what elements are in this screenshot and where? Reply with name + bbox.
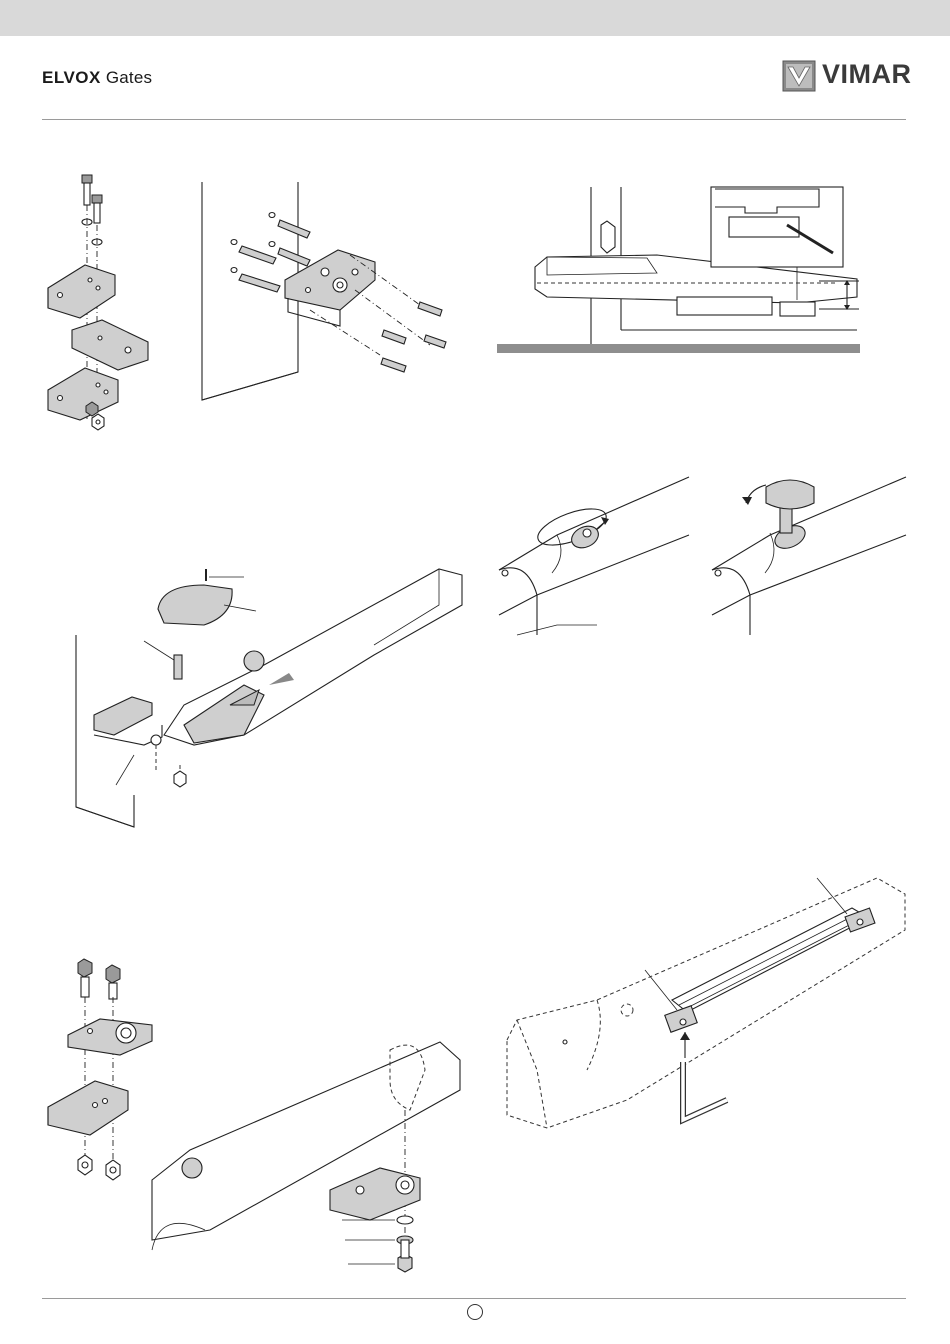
- wall-bracket-fixing-figure: [180, 180, 455, 405]
- motor-gate-fixing-figure: [150, 1040, 465, 1285]
- bolt-icon: [82, 175, 102, 223]
- screw-icon: [381, 302, 446, 372]
- brand-bold: ELVOX: [42, 68, 101, 87]
- motor-bracket-mounting-figure: [44, 565, 464, 830]
- page-marker-icon: [467, 1304, 483, 1320]
- header-rule: [42, 119, 906, 120]
- top-band: [0, 0, 950, 36]
- motor-alignment-detail-figure: [497, 185, 862, 355]
- limit-switch-adjustment-figure: [497, 870, 912, 1140]
- footer-rule: [42, 1298, 906, 1299]
- release-key-turn-figure: [710, 475, 910, 650]
- release-key-insert-figure: [497, 475, 692, 650]
- elvox-gates-brand: ELVOX Gates: [42, 68, 152, 88]
- hex-key-icon: [683, 1062, 727, 1120]
- vimar-logo-text: VIMAR: [822, 59, 912, 90]
- hinge-bracket-assembly-figure: [40, 170, 160, 432]
- nut-icon: [78, 1155, 120, 1180]
- bolt-icon: [78, 959, 120, 999]
- brand-light: Gates: [106, 68, 152, 87]
